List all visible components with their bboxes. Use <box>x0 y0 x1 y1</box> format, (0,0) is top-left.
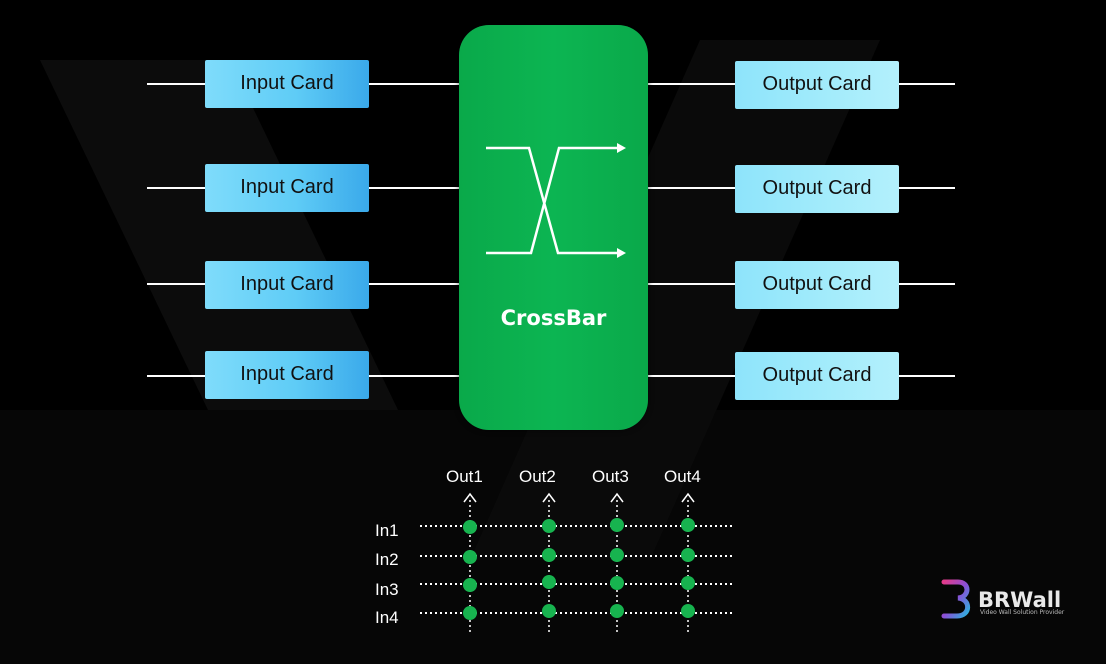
crossbar-switch-icon <box>486 143 626 258</box>
input-card-4: Input Card <box>205 351 369 399</box>
matrix-column-label-1: Out1 <box>446 467 483 486</box>
crossbar-block <box>459 25 648 430</box>
matrix-column-label-4: Out4 <box>664 467 701 486</box>
output-card-2: Output Card <box>735 165 899 213</box>
matrix-row-label-3: In3 <box>375 580 399 599</box>
matrix-nodes <box>463 518 695 620</box>
logo-brand: BRWall <box>978 588 1062 612</box>
output-card-1: Output Card <box>735 61 899 109</box>
logo-tagline: Video Wall Solution Provider <box>980 609 1065 616</box>
matrix-row-lines <box>420 525 732 614</box>
matrix-row-label-4: In4 <box>375 608 399 627</box>
matrix-row-label-2: In2 <box>375 550 399 569</box>
input-card-1: Input Card <box>205 60 369 108</box>
crossbar-label: CrossBar <box>500 306 607 330</box>
input-card-2: Input Card <box>205 164 369 212</box>
matrix-column-label-3: Out3 <box>592 467 629 486</box>
matrix-column-arrows <box>463 492 695 503</box>
input-card-3: Input Card <box>205 261 369 309</box>
output-card-3: Output Card <box>735 261 899 309</box>
brwall-logo-icon <box>941 579 971 619</box>
matrix-row-label-1: In1 <box>375 521 399 540</box>
matrix-column-label-2: Out2 <box>519 467 556 486</box>
output-card-4: Output Card <box>735 352 899 400</box>
